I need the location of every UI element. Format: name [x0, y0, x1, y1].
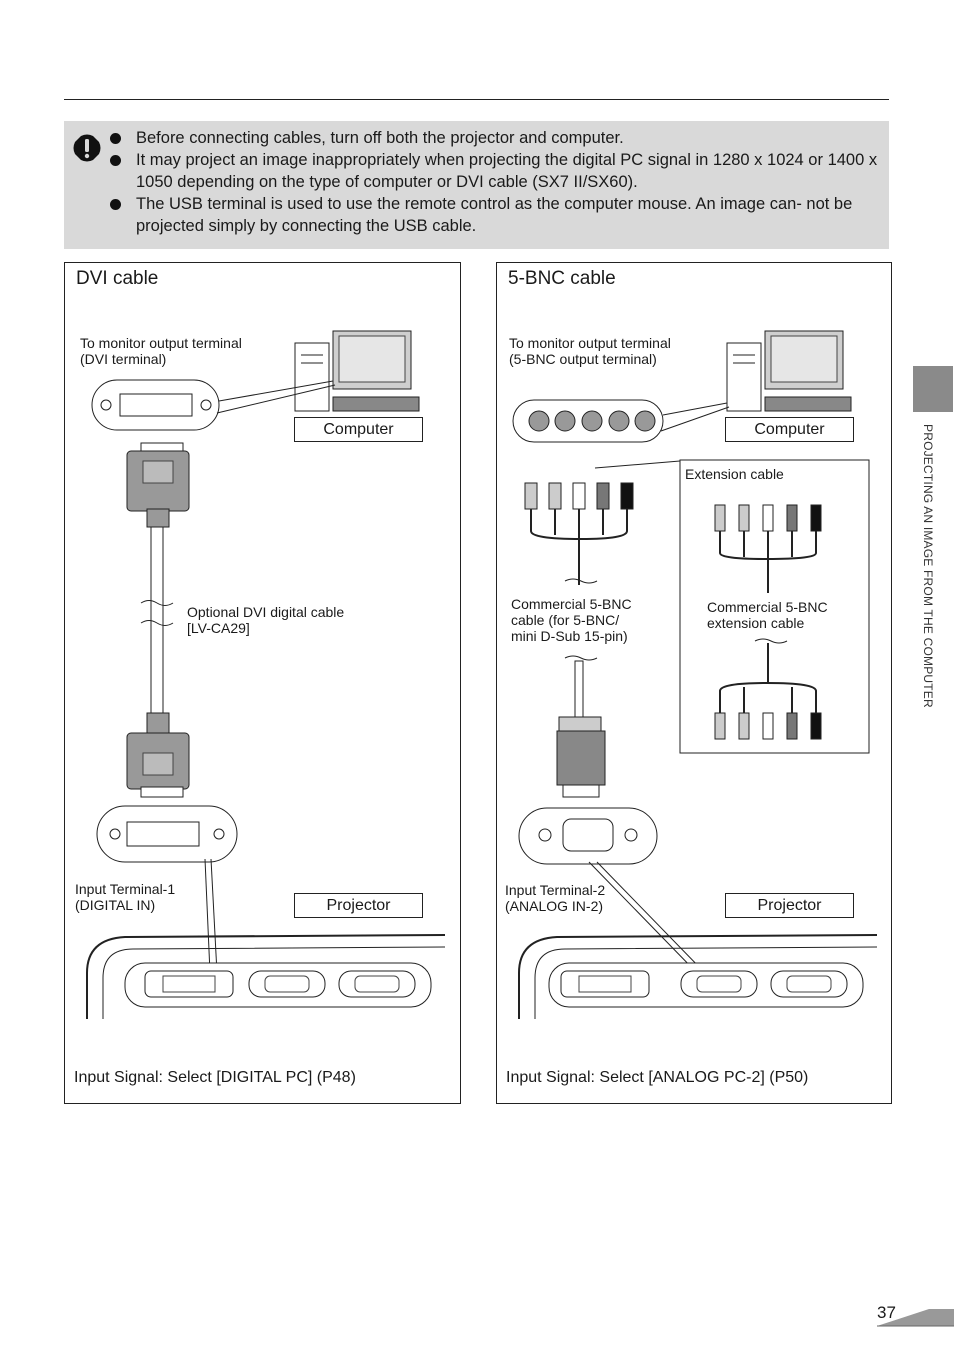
cable-label: Optional DVI digital cable [LV-CA29] — [187, 604, 345, 636]
caution-text: Before connecting cables, turn off both … — [136, 129, 624, 147]
panel-title: DVI cable — [76, 268, 159, 289]
vga-plug-icon — [556, 716, 606, 798]
monitor-terminal-label: To monitor output terminal (5-BNC output… — [509, 335, 671, 367]
caution-item: It may project an image inappropriately … — [108, 149, 878, 193]
bnc-plugs-icon — [524, 482, 634, 585]
caution-text: The USB terminal is used to use the remo… — [136, 195, 853, 235]
extension-commercial-label: Commercial 5-BNC extension cable — [707, 599, 828, 631]
computer-icon — [726, 330, 852, 412]
bullet-icon — [110, 199, 121, 210]
extension-cable-label: Extension cable — [685, 466, 784, 482]
caution-box: Before connecting cables, turn off both … — [64, 121, 889, 249]
caution-item: Before connecting cables, turn off both … — [108, 127, 878, 149]
computer-label: Computer — [725, 417, 854, 442]
projector-panel-icon — [86, 934, 446, 1019]
extension-cable-box — [679, 459, 870, 754]
monitor-terminal-label: To monitor output terminal (DVI terminal… — [80, 335, 242, 367]
projector-label: Projector — [294, 893, 423, 918]
caution-icon — [73, 134, 101, 162]
input-signal-note: Input Signal: Select [ANALOG PC-2] (P50) — [506, 1069, 809, 1086]
extension-cable-icon — [714, 504, 822, 740]
bnc-cable-panel: 5-BNC cable To monitor output terminal (… — [496, 262, 892, 1104]
computer-label: Computer — [294, 417, 423, 442]
computer-icon — [294, 330, 420, 412]
caution-text: It may project an image inappropriately … — [136, 151, 878, 191]
projector-panel-icon — [518, 934, 878, 1019]
page-corner-icon — [877, 1309, 954, 1327]
dvi-plug-icon — [126, 442, 190, 528]
input-signal-note: Input Signal: Select [DIGITAL PC] (P48) — [74, 1069, 356, 1086]
caution-item: The USB terminal is used to use the remo… — [108, 193, 878, 237]
projector-label: Projector — [725, 893, 854, 918]
panel-title: 5-BNC cable — [508, 268, 616, 289]
page-number: 37 — [877, 1303, 896, 1322]
chapter-title: PROJECTING AN IMAGE FROM THE COMPUTER — [921, 424, 935, 708]
bullet-icon — [110, 155, 121, 166]
caution-list: Before connecting cables, turn off both … — [108, 127, 878, 237]
dvi-connection-diagram — [86, 330, 446, 1019]
input-terminal-label: Input Terminal-1 (DIGITAL IN) — [75, 881, 176, 913]
input-terminal-label: Input Terminal-2 (ANALOG IN-2) — [505, 882, 606, 914]
dvi-cable-panel: DVI cable To monitor output terminal (DV… — [64, 262, 461, 1104]
top-rule — [64, 99, 889, 100]
commercial-cable-label: Commercial 5-BNC cable (for 5-BNC/ mini … — [511, 596, 632, 644]
chapter-tab — [913, 366, 953, 412]
bullet-icon — [110, 133, 121, 144]
bnc-connection-diagram — [512, 330, 878, 1019]
dvi-plug-icon — [126, 712, 190, 798]
